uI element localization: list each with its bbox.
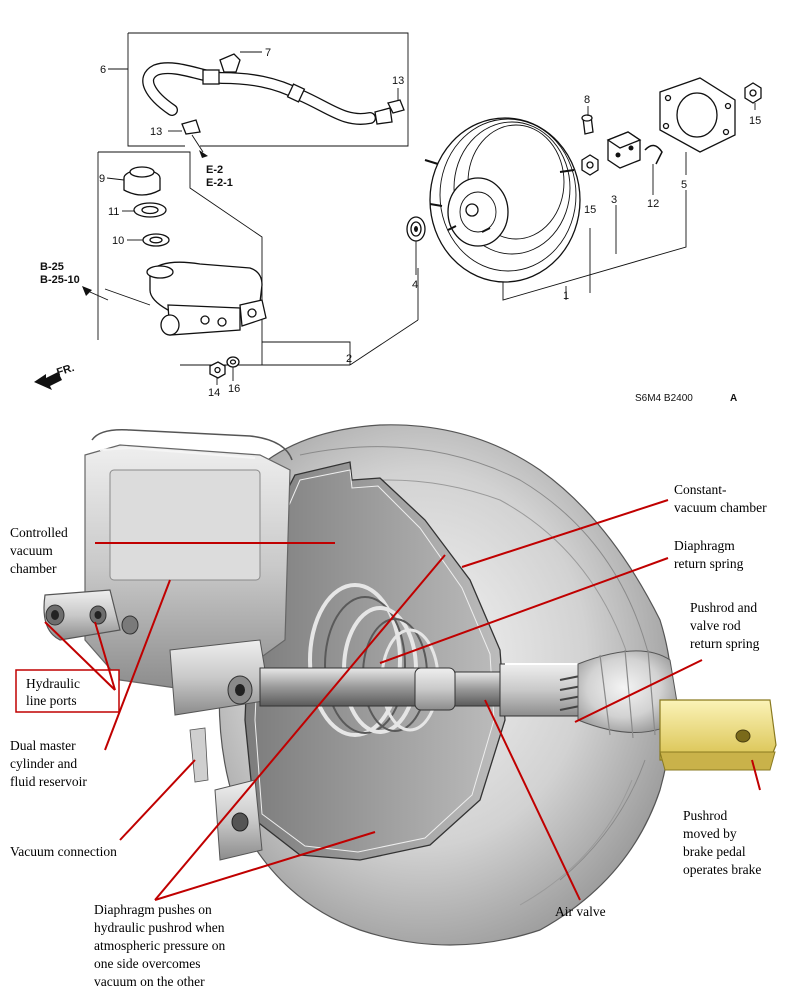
front-label: FR.	[55, 362, 76, 379]
part-number-9: 9	[99, 173, 105, 185]
leader-lines	[44, 499, 761, 901]
diagram-code: S6M4 B2400	[635, 393, 693, 404]
ref-b2510: B-25-10	[40, 274, 80, 286]
master-cylinder-body	[43, 428, 293, 716]
label-pushrod-brake-pedal-3: brake pedal	[683, 844, 746, 859]
ref-e2: E-2	[206, 164, 223, 176]
clevis-3	[606, 131, 642, 169]
reservoir-cap-9	[106, 166, 161, 196]
label-dual-master-cylinder-1: Dual master	[10, 738, 76, 753]
reservoir-seal-11	[122, 202, 167, 218]
nut-14	[209, 361, 226, 385]
clip-12	[644, 144, 663, 195]
label-air-valve: Air valve	[555, 904, 606, 919]
label-diaphragm-pushes-1: Diaphragm pushes on	[94, 902, 212, 917]
gasket-5	[659, 77, 736, 175]
hose-clamp-13-right	[387, 88, 405, 114]
front-arrow-icon	[34, 372, 62, 390]
label-pushrod-valve-rod-2: valve rod	[690, 618, 741, 633]
ref-b25: B-25	[40, 261, 64, 273]
mounting-flange	[189, 727, 263, 861]
hose-clamp-13-left	[168, 119, 208, 158]
label-diaphragm-pushes-3: atmospheric pressure on	[94, 938, 225, 953]
part-number-15-left: 15	[584, 204, 596, 216]
part-number-3: 3	[611, 194, 617, 206]
brake-pedal-pushrod	[659, 699, 777, 771]
ref-e21: E-2-1	[206, 177, 233, 189]
part-number-4: 4	[412, 279, 418, 291]
label-diaphragm-return-spring-2: return spring	[674, 556, 744, 571]
label-pushrod-brake-pedal-1: Pushrod	[683, 808, 728, 823]
label-pushrod-brake-pedal-4: operates brake	[683, 862, 761, 877]
part-number-12: 12	[647, 198, 659, 210]
label-diaphragm-pushes-2: hydraulic pushrod when	[94, 920, 225, 935]
label-diaphragm-pushes-4: one side overcomes	[94, 956, 200, 971]
master-cylinder-bracket	[97, 151, 263, 366]
part-number-13-left: 13	[150, 126, 162, 138]
label-pushrod-brake-pedal-2: moved by	[683, 826, 737, 841]
diagram-code-suffix: A	[730, 393, 737, 404]
part-number-10: 10	[112, 235, 124, 247]
label-constant-vacuum-chamber-1: Constant-	[674, 482, 727, 497]
label-hydraulic-line-ports-1: Hydraulic	[26, 676, 80, 691]
label-hydraulic-line-ports-2: line ports	[26, 693, 77, 708]
pushrod-assembly	[259, 649, 681, 739]
label-diaphragm-return-spring-1: Diaphragm	[674, 538, 735, 553]
part-number-5: 5	[681, 179, 687, 191]
nut-15-right	[744, 82, 762, 110]
part-number-16: 16	[228, 383, 240, 395]
cutaway-labels: Controlled vacuum chamber Hydraulic line…	[10, 482, 767, 989]
hose-group-bracket	[127, 32, 409, 147]
part-number-1: 1	[563, 290, 569, 302]
exploded-view: 6 7 13 13 E-2 E-2-1 9 11 10 B-25 B-25-10…	[34, 32, 762, 404]
part-number-11: 11	[108, 206, 119, 218]
label-pushrod-valve-rod-3: return spring	[690, 636, 760, 651]
label-pushrod-valve-rod-1: Pushrod and	[690, 600, 757, 615]
part-number-8: 8	[584, 94, 590, 106]
label-dual-master-cylinder-3: fluid reservoir	[10, 774, 87, 789]
part-number-13-right: 13	[392, 75, 404, 87]
label-vacuum-connection: Vacuum connection	[10, 844, 117, 859]
part-number-7: 7	[265, 47, 271, 59]
reservoir-strainer-10	[127, 233, 170, 247]
part-number-2: 2	[346, 353, 352, 365]
clevis-pin-8	[581, 106, 594, 135]
part-number-6: 6	[100, 64, 106, 76]
part-number-15-right: 15	[749, 115, 761, 127]
label-controlled-vacuum-chamber-3: chamber	[10, 561, 57, 576]
brake-booster-dome	[424, 117, 581, 283]
part-number-14: 14	[208, 387, 220, 399]
label-constant-vacuum-chamber-2: vacuum chamber	[674, 500, 767, 515]
label-controlled-vacuum-chamber-1: Controlled	[10, 525, 68, 540]
hose-clamp-7	[219, 51, 262, 73]
booster-seal-4	[406, 216, 426, 242]
nut-15-left	[581, 154, 599, 176]
master-cylinder-assembly	[82, 261, 267, 336]
vacuum-hose	[142, 62, 393, 125]
cutaway-view: Controlled vacuum chamber Hydraulic line…	[10, 424, 777, 989]
washer-16	[226, 356, 240, 381]
label-dual-master-cylinder-2: cylinder and	[10, 756, 77, 771]
label-controlled-vacuum-chamber-2: vacuum	[10, 543, 53, 558]
label-diaphragm-pushes-5: vacuum on the other	[94, 974, 205, 989]
